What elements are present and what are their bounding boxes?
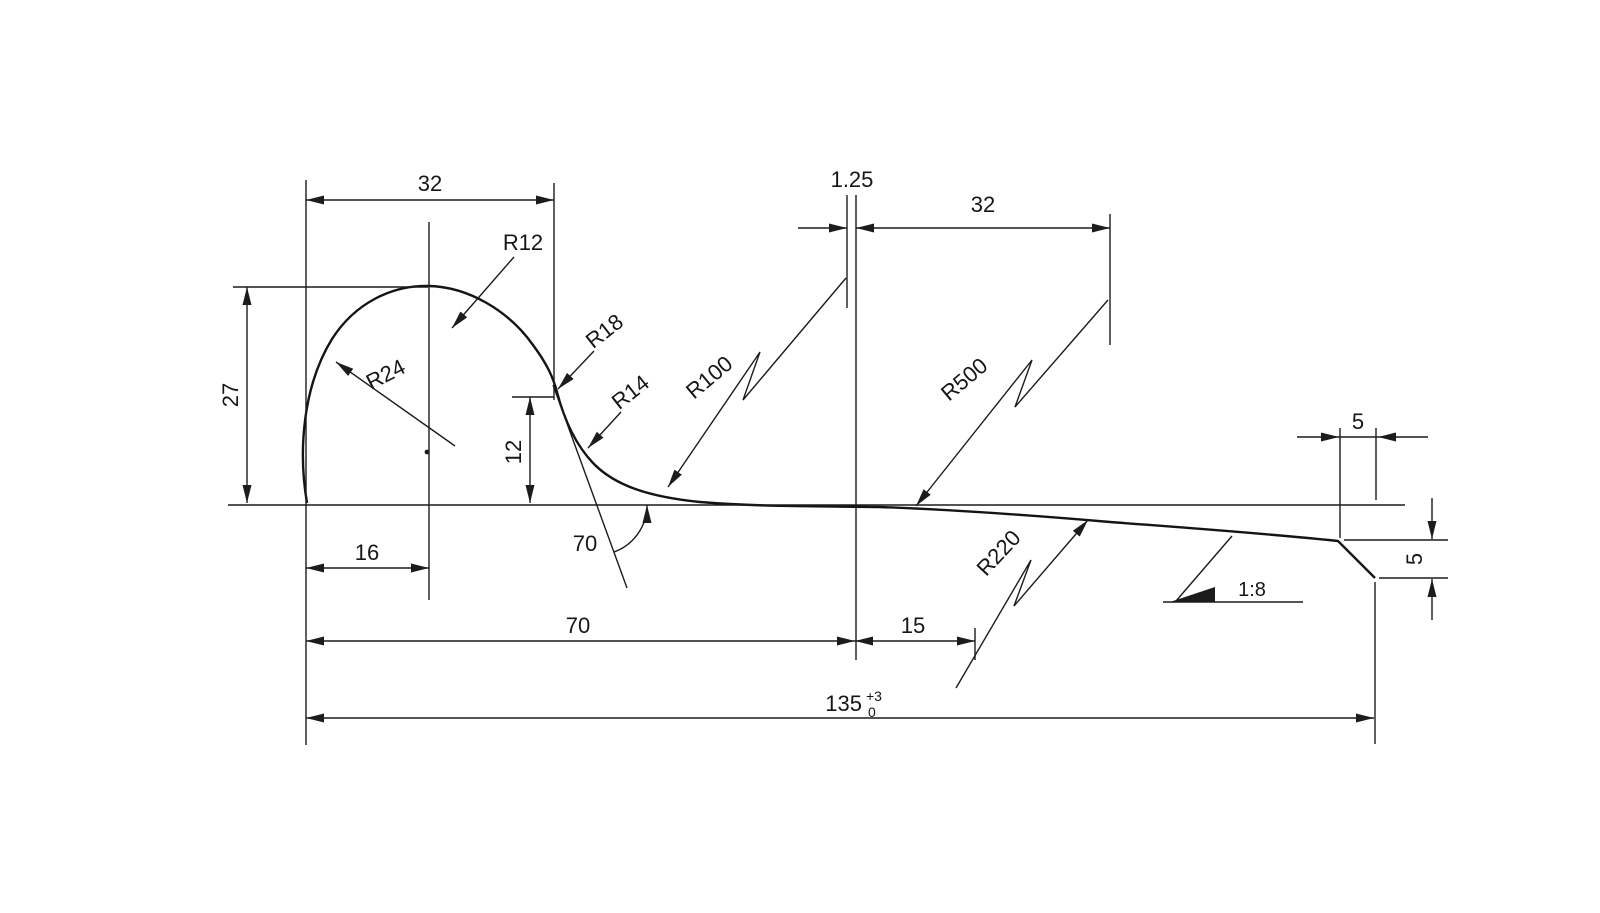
extension-lines: [233, 180, 1448, 745]
dim-135-tolerance-upper: +3: [866, 688, 882, 704]
dim-135-tolerance-lower: 0: [868, 704, 876, 720]
radius-r18: R18: [557, 309, 628, 390]
dimension-32-right: 32: [856, 192, 1110, 233]
dim-135-label: 135: [825, 691, 862, 716]
dim-16-label: 16: [355, 540, 379, 565]
radius-r220: R220: [955, 519, 1089, 689]
leader-zigzag: [915, 299, 1109, 507]
leader-zigzag: [955, 519, 1089, 689]
dimension-135: 135 +3 0: [306, 688, 1374, 723]
angle-slant-line: [552, 384, 628, 589]
radius-r24-label: R24: [362, 354, 409, 395]
radius-r500: R500: [915, 299, 1109, 507]
dim-70-label: 70: [566, 613, 590, 638]
angle-70: 70: [552, 384, 652, 589]
dimension-32-left: 32: [306, 171, 554, 205]
dim-27-label: 27: [218, 383, 243, 407]
dimension-15: 15: [855, 613, 975, 646]
profile-curve: [301, 284, 1376, 579]
dim-5-top-label: 5: [1352, 409, 1364, 434]
dimension-5-top: 5: [1297, 409, 1428, 442]
radius-r500-label: R500: [936, 353, 992, 406]
leader-line: [587, 411, 622, 449]
dimension-1-25: 1.25: [798, 167, 874, 233]
radius-r14: R14: [587, 370, 654, 449]
radius-r100: R100: [667, 277, 847, 488]
radius-r100-label: R100: [681, 351, 737, 404]
leader-line: [451, 256, 515, 329]
dimension-27: 27: [218, 287, 252, 503]
angle-70-label: 70: [573, 531, 597, 556]
radius-r18-label: R18: [581, 309, 628, 354]
taper-leader: [1175, 535, 1233, 602]
leader-zigzag: [667, 277, 847, 488]
dim-32-right-label: 32: [971, 192, 995, 217]
taper-1-8: 1:8: [1163, 535, 1303, 603]
radius-r12: R12: [451, 230, 543, 329]
leader-line: [557, 350, 595, 390]
dimension-70: 70: [306, 613, 855, 646]
angle-arc-arrow: [613, 504, 652, 553]
dimension-12: 12: [501, 397, 535, 503]
arc-center-dot: [424, 449, 430, 455]
taper-triangle-icon: [1170, 587, 1215, 602]
radius-r24: R24: [335, 354, 456, 455]
radius-r12-label: R12: [503, 230, 543, 255]
dim-32-left-label: 32: [418, 171, 442, 196]
dim-1-25-label: 1.25: [831, 167, 874, 192]
radius-r14-label: R14: [607, 370, 654, 415]
taper-1-8-label: 1:8: [1238, 579, 1266, 601]
profile-outline: [228, 284, 1405, 579]
dim-15-label: 15: [901, 613, 925, 638]
dim-5-right-label: 5: [1402, 553, 1427, 565]
dimension-16: 16: [306, 540, 429, 573]
dimension-5-right: 5: [1402, 498, 1437, 620]
radius-r220-label: R220: [971, 525, 1025, 581]
dim-12-label: 12: [501, 440, 526, 464]
leader-line: [335, 361, 456, 447]
